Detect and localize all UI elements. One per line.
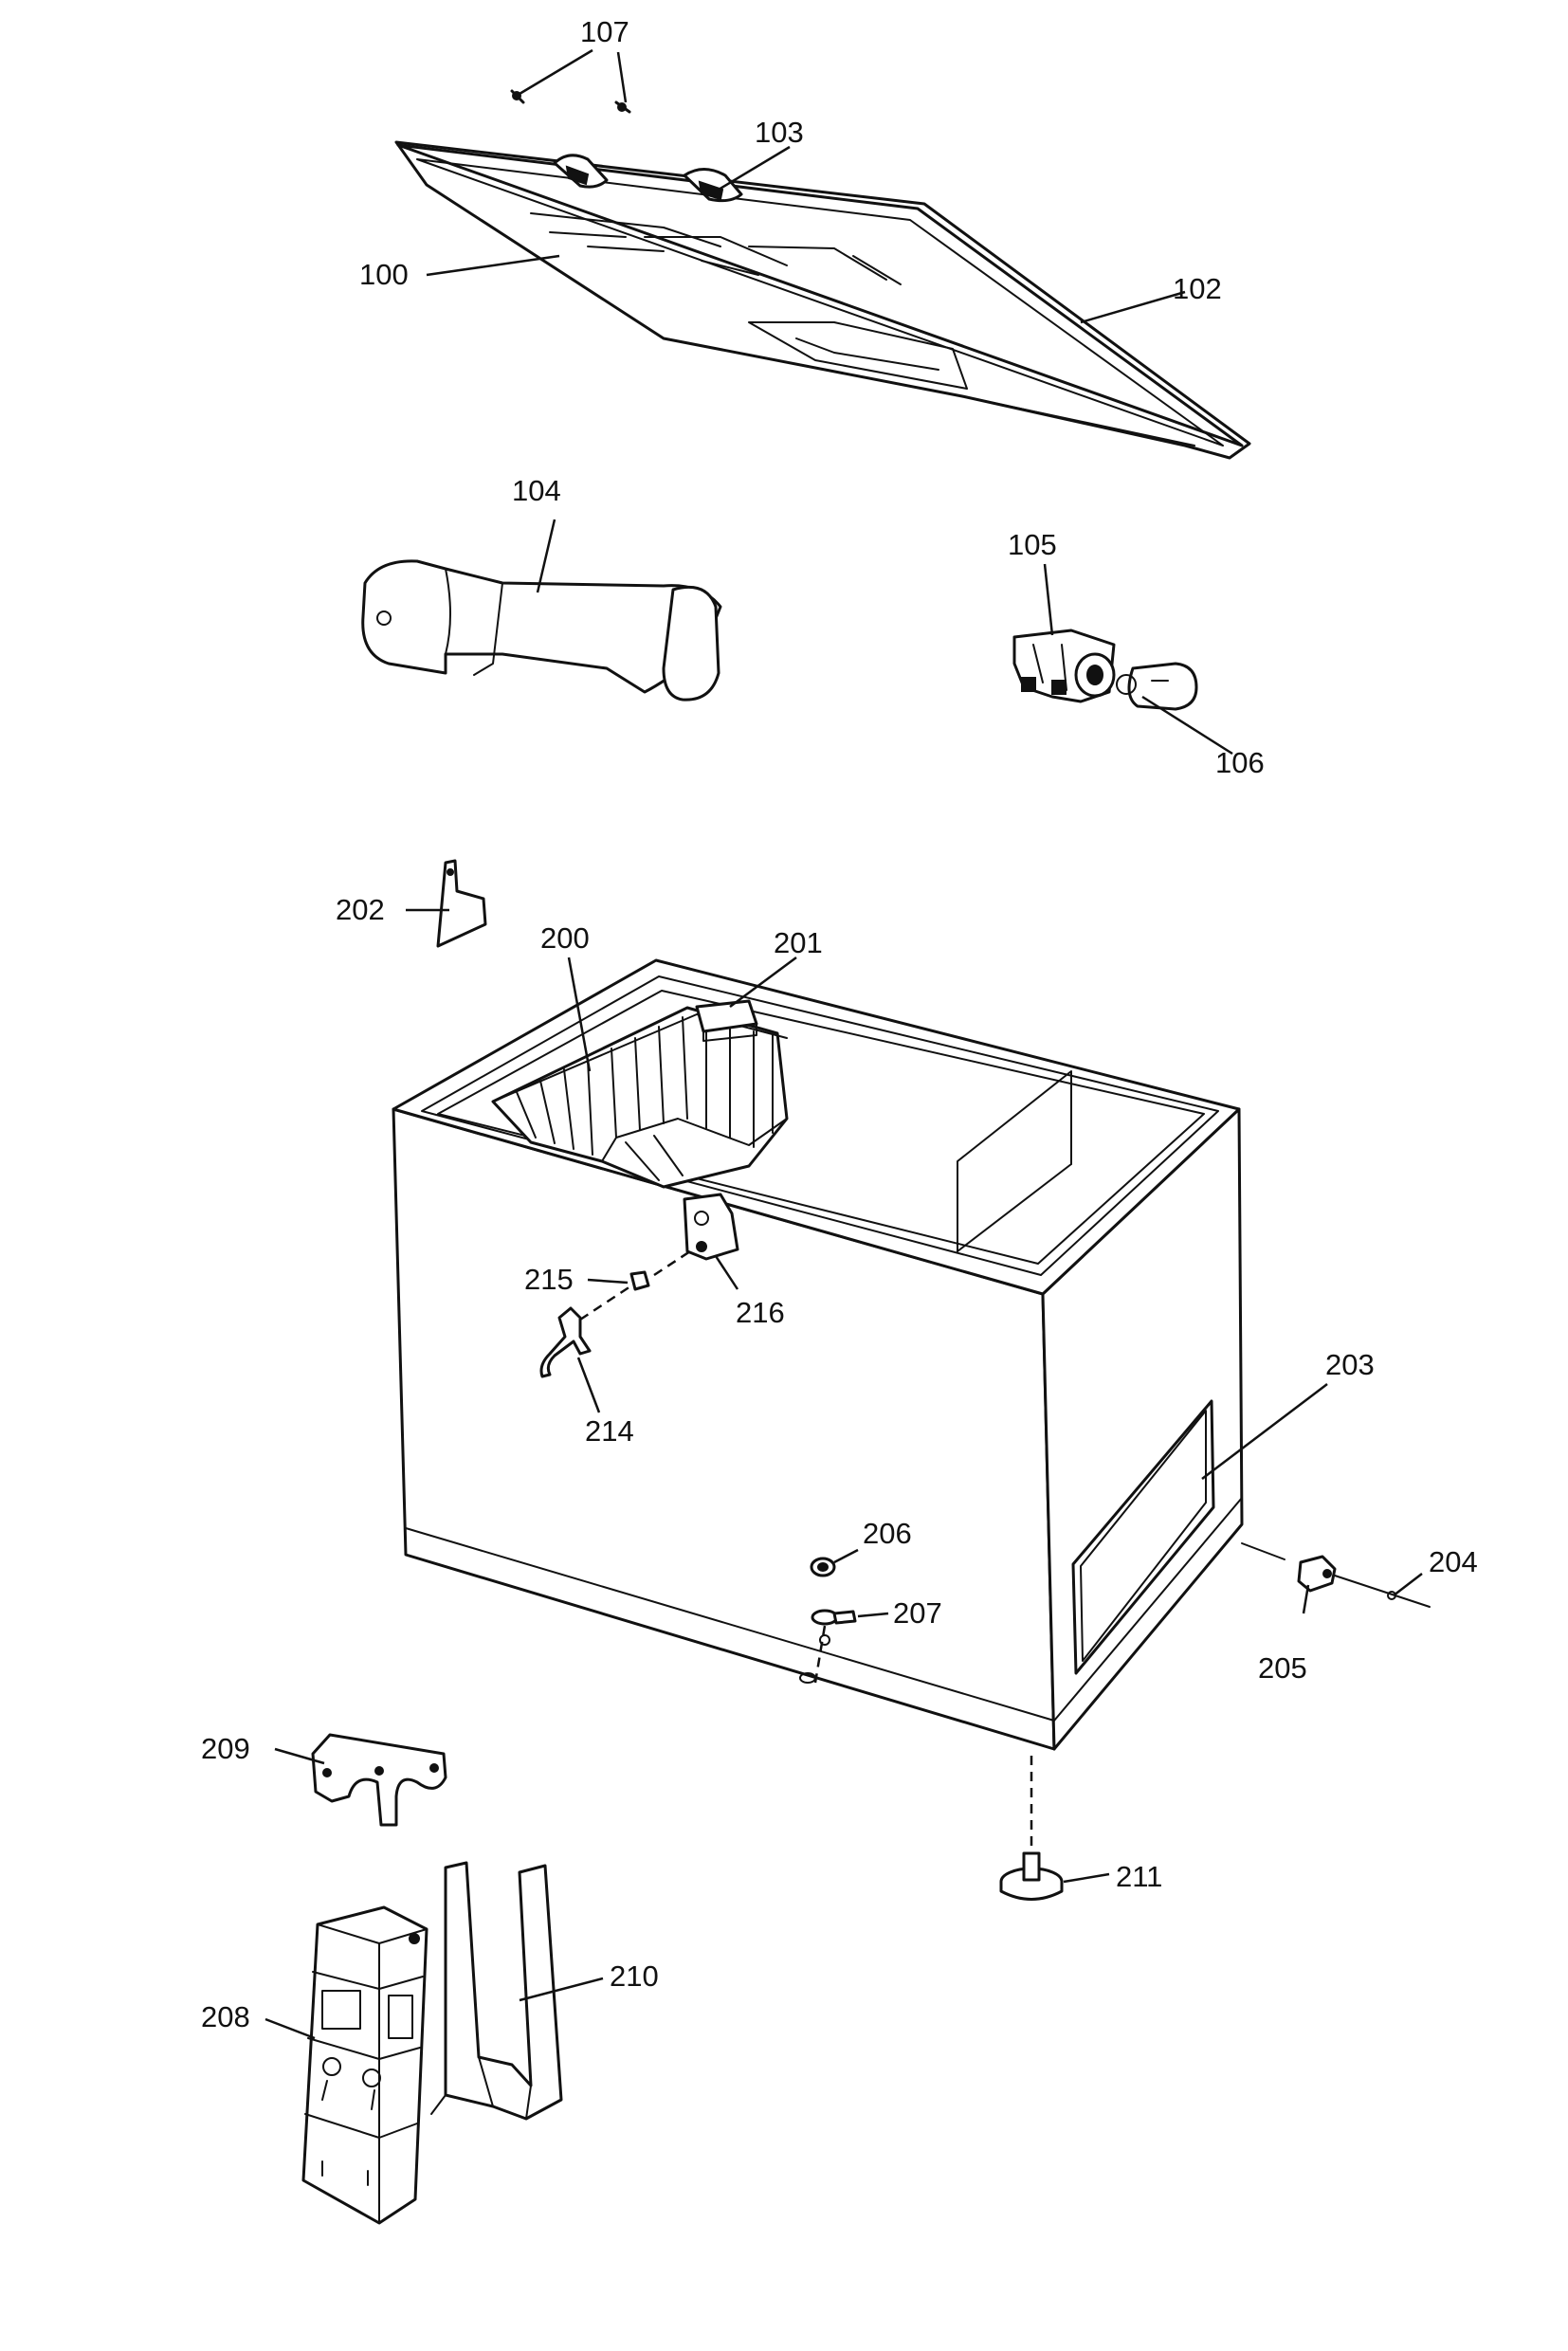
label-206: 206 [863, 1517, 912, 1550]
label-204: 204 [1429, 1545, 1478, 1578]
leveling-washer [799, 1609, 857, 1684]
label-215: 215 [524, 1263, 574, 1296]
basket-support [695, 999, 758, 1042]
label-107: 107 [580, 15, 629, 48]
condenser-side-panel [1071, 1399, 1215, 1675]
label-210: 210 [610, 1959, 659, 1993]
hinge-screw-right [614, 100, 631, 114]
control-box [301, 1905, 428, 2225]
lock-pin [539, 1306, 592, 1378]
storage-basket [491, 1006, 789, 1189]
label-100: 100 [359, 258, 409, 291]
drain-screw [1334, 1575, 1431, 1608]
lid-lock [1012, 629, 1116, 703]
label-102: 102 [1173, 272, 1222, 305]
control-box-cover [430, 1861, 563, 2121]
label-214: 214 [585, 1414, 634, 1448]
label-203: 203 [1325, 1348, 1375, 1381]
label-216: 216 [736, 1296, 785, 1329]
hasp-bracket [683, 1193, 739, 1261]
cabinet [392, 958, 1244, 1751]
drain-plug [1297, 1555, 1337, 1593]
label-106: 106 [1215, 746, 1265, 779]
label-207: 207 [893, 1596, 942, 1630]
label-209: 209 [201, 1732, 250, 1765]
label-205: 205 [1258, 1651, 1307, 1685]
lid-handle [361, 559, 722, 702]
lock-bolt [629, 1270, 650, 1291]
hinge-left [553, 154, 609, 189]
label-201: 201 [774, 926, 823, 959]
label-202: 202 [336, 893, 385, 926]
leveling-foot [999, 1851, 1064, 1901]
label-208: 208 [201, 2000, 250, 2033]
label-104: 104 [512, 474, 561, 507]
lid-stop [436, 859, 487, 948]
leveling-bushing [810, 1557, 836, 1577]
leader-lines [264, 48, 1423, 2040]
label-200: 200 [540, 921, 590, 955]
lock-key [1116, 662, 1198, 711]
label-103: 103 [755, 116, 804, 149]
part-labels: 107 103 100 102 104 105 106 202 200 201 … [201, 15, 1478, 2033]
control-cover [311, 1733, 447, 1827]
label-211: 211 [1116, 1860, 1162, 1893]
lid-panel [394, 140, 1251, 460]
label-105: 105 [1008, 528, 1057, 561]
hinge-screw-left [510, 89, 525, 104]
hinge-right [683, 168, 743, 203]
